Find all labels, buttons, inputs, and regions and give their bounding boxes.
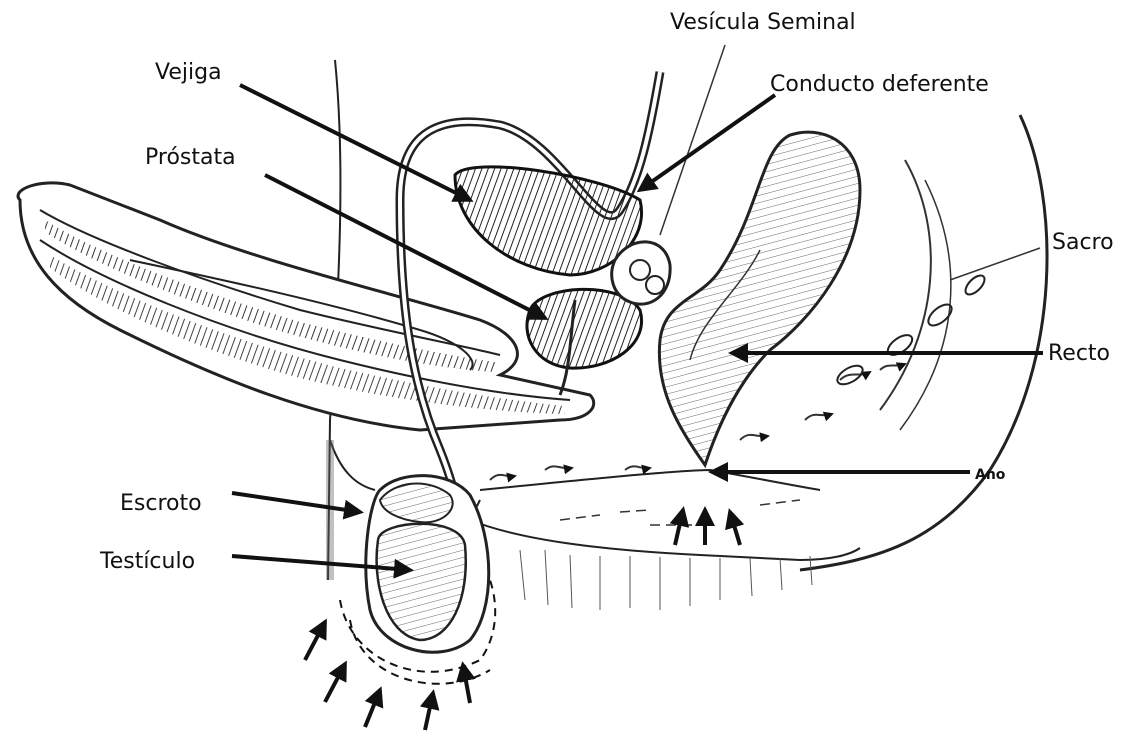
label-vejiga: Vejiga bbox=[155, 60, 222, 86]
label-ano: Ano bbox=[975, 462, 1005, 488]
label-recto: Recto bbox=[1048, 341, 1110, 367]
label-vesicula-seminal: Vesícula Seminal bbox=[670, 10, 856, 36]
prostate bbox=[527, 289, 642, 368]
sacrum-vertebrae bbox=[834, 272, 987, 388]
label-conducto-deferente: Conducto deferente bbox=[770, 72, 989, 98]
vejiga-arrow bbox=[240, 85, 470, 200]
inner-sacral-curve-1 bbox=[880, 160, 931, 410]
conducto-deferente-arrow bbox=[640, 95, 775, 190]
escroto-arrow bbox=[232, 493, 360, 512]
sacro-leader bbox=[950, 248, 1040, 280]
scrotum-testicle bbox=[330, 440, 489, 652]
label-prostata: Próstata bbox=[145, 145, 236, 171]
label-escroto: Escroto bbox=[120, 491, 202, 517]
label-sacro: Sacro bbox=[1052, 230, 1114, 256]
perineum-lower bbox=[470, 500, 860, 560]
vesicula-seminal-leader bbox=[660, 45, 725, 235]
seminal-vesicle bbox=[612, 242, 670, 304]
bladder bbox=[455, 167, 642, 275]
label-testiculo: Testículo bbox=[100, 549, 195, 575]
